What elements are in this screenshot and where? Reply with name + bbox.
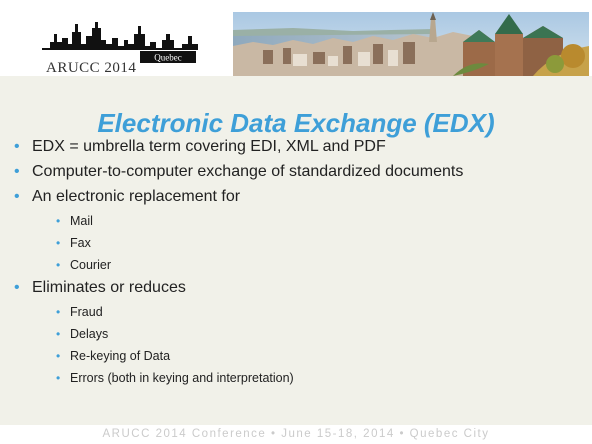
bullet-dot-icon: • bbox=[56, 371, 61, 385]
bullet-dot-icon: • bbox=[56, 327, 61, 341]
sub-list-item: • Re-keying of Data bbox=[56, 348, 171, 364]
list-item: • EDX = umbrella term covering EDI, XML … bbox=[14, 137, 386, 157]
sub-list-item: • Delays bbox=[56, 326, 109, 342]
bullet-dot-icon: • bbox=[56, 258, 61, 272]
sub-bullet-text: Re-keying of Data bbox=[70, 349, 171, 363]
bullet-dot-icon: • bbox=[56, 305, 61, 319]
bullet-dot-icon: • bbox=[56, 349, 61, 363]
bullet-dot-icon: • bbox=[14, 188, 20, 205]
sub-list-item: • Courier bbox=[56, 257, 111, 273]
sub-bullet-text: Errors (both in keying and interpretatio… bbox=[70, 371, 294, 385]
skyline-logo-icon: Quebec ARUCC 2014 bbox=[42, 22, 198, 76]
list-item: • Eliminates or reduces bbox=[14, 278, 186, 298]
bullet-dot-icon: • bbox=[14, 279, 20, 296]
sub-list-item: • Errors (both in keying and interpretat… bbox=[56, 370, 294, 386]
sub-list-item: • Mail bbox=[56, 213, 93, 229]
bullet-dot-icon: • bbox=[14, 138, 20, 155]
quebec-city-photo bbox=[233, 12, 589, 76]
list-item: • An electronic replacement for bbox=[14, 187, 241, 207]
bullet-text: Eliminates or reduces bbox=[32, 279, 186, 296]
sub-bullet-text: Fax bbox=[70, 236, 91, 250]
sub-list-item: • Fax bbox=[56, 235, 91, 251]
slide-title: Electronic Data Exchange (EDX) bbox=[97, 108, 495, 138]
logo-quebec-text: Quebec bbox=[154, 53, 181, 63]
bullet-text: Computer-to-computer exchange of standar… bbox=[32, 163, 464, 180]
bullet-text: EDX = umbrella term covering EDI, XML an… bbox=[32, 138, 386, 155]
bullet-text: An electronic replacement for bbox=[32, 188, 241, 205]
bullet-dot-icon: • bbox=[56, 236, 61, 250]
content-panel bbox=[0, 76, 592, 425]
sub-bullet-text: Courier bbox=[70, 258, 111, 272]
sub-bullet-text: Delays bbox=[70, 327, 109, 341]
sub-list-item: • Fraud bbox=[56, 304, 103, 320]
logo-arucc-text: ARUCC 2014 bbox=[46, 60, 136, 76]
conference-logo: Quebec ARUCC 2014 bbox=[42, 14, 212, 76]
sub-bullet-text: Mail bbox=[70, 214, 93, 228]
bullet-dot-icon: • bbox=[14, 163, 20, 180]
slide-footer: ARUCC 2014 Conference • June 15-18, 2014… bbox=[0, 425, 592, 444]
list-item: • Computer-to-computer exchange of stand… bbox=[14, 162, 464, 182]
bullet-dot-icon: • bbox=[56, 214, 61, 228]
sub-bullet-text: Fraud bbox=[70, 305, 103, 319]
